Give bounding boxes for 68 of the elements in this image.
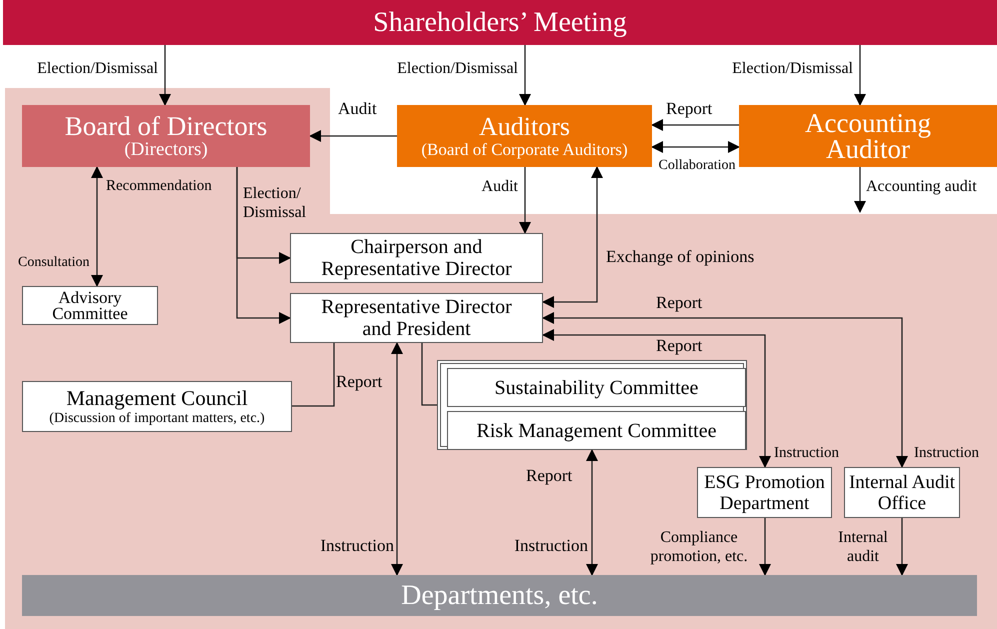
node-title: Advisory Committee <box>51 290 129 322</box>
node-title: Departments, etc. <box>401 580 598 610</box>
node-title: Representative Director and President <box>320 296 513 340</box>
edge-label: Audit <box>338 99 378 118</box>
edge-label: Internal audit <box>837 528 889 566</box>
connector-arrow <box>651 141 740 153</box>
annotation-label: Instruction <box>513 536 588 555</box>
node-title: Shareholders’ Meeting <box>373 8 627 38</box>
connector-arrow <box>309 130 397 142</box>
annotation-label: Instruction <box>774 444 840 463</box>
node-title: Management Council <box>66 386 248 410</box>
node-subtitle: (Discussion of important matters, etc.) <box>49 410 265 427</box>
executive-box <box>290 233 543 283</box>
board-box <box>22 105 310 167</box>
edge-label: Election/ Dismissal <box>243 184 308 222</box>
connector-arrow <box>586 449 598 576</box>
connector-arrow <box>854 167 866 213</box>
edge-label: Report <box>666 99 714 118</box>
edge-label: Audit <box>480 177 518 196</box>
committee-box <box>447 411 746 450</box>
connector-arrow <box>519 167 531 234</box>
edge-label: Instruction <box>319 536 394 555</box>
node-subtitle: (Directors) <box>124 140 208 160</box>
node-title: Auditors <box>479 113 570 140</box>
department-box <box>697 467 832 518</box>
title-banner <box>3 0 997 45</box>
committee-box <box>22 286 158 325</box>
node-title: Risk Management Committee <box>476 420 716 442</box>
group-box <box>437 360 747 450</box>
node-title: Internal Audit Office <box>848 472 956 514</box>
council-box <box>22 381 292 432</box>
edge-label: Election/Dismissal <box>731 59 853 78</box>
edge-label: Compliance promotion, etc. <box>649 528 749 566</box>
connector-arrow <box>759 518 771 576</box>
edge-label: Election/Dismissal <box>396 59 518 78</box>
connector-arrow <box>159 45 171 106</box>
connector-arrow <box>91 166 103 287</box>
edge-label: Collaboration <box>658 157 736 175</box>
node-title: Sustainability Committee <box>494 376 698 398</box>
edge-label: Accounting audit <box>866 177 978 196</box>
node-title: Board of Directors <box>64 112 268 140</box>
executive-box <box>290 293 543 343</box>
edge-label: Report <box>526 466 574 485</box>
auditor-box <box>739 105 997 167</box>
edge-label: Exchange of opinions <box>606 247 756 266</box>
connector-arrow <box>542 166 603 308</box>
connector-arrow <box>236 167 291 324</box>
departments-bar <box>22 575 977 616</box>
auditor-box <box>397 105 652 167</box>
annotation-label: Instruction <box>914 444 980 463</box>
connector-arrow <box>391 342 403 576</box>
edge-label: Report <box>656 336 704 355</box>
edge-label: Election/Dismissal <box>36 59 158 78</box>
node-subtitle: (Board of Corporate Auditors) <box>421 140 628 159</box>
connector-arrow <box>896 518 908 576</box>
connector-arrow <box>542 312 908 468</box>
edge-label: Report <box>656 293 704 312</box>
annotation-label: Consultation <box>18 254 91 272</box>
connector-arrow <box>854 45 866 106</box>
committee-box <box>447 368 746 407</box>
node-title: ESG Promotion Department <box>703 472 826 514</box>
edge-label: Recommendation <box>106 177 213 196</box>
edge-label: Report <box>336 372 384 391</box>
connector-arrow <box>542 329 771 468</box>
connector-arrow <box>651 119 739 131</box>
node-title: Accounting Auditor <box>804 110 932 162</box>
node-title: Chairperson and Representative Director <box>320 236 513 280</box>
connector-arrow <box>519 45 531 106</box>
